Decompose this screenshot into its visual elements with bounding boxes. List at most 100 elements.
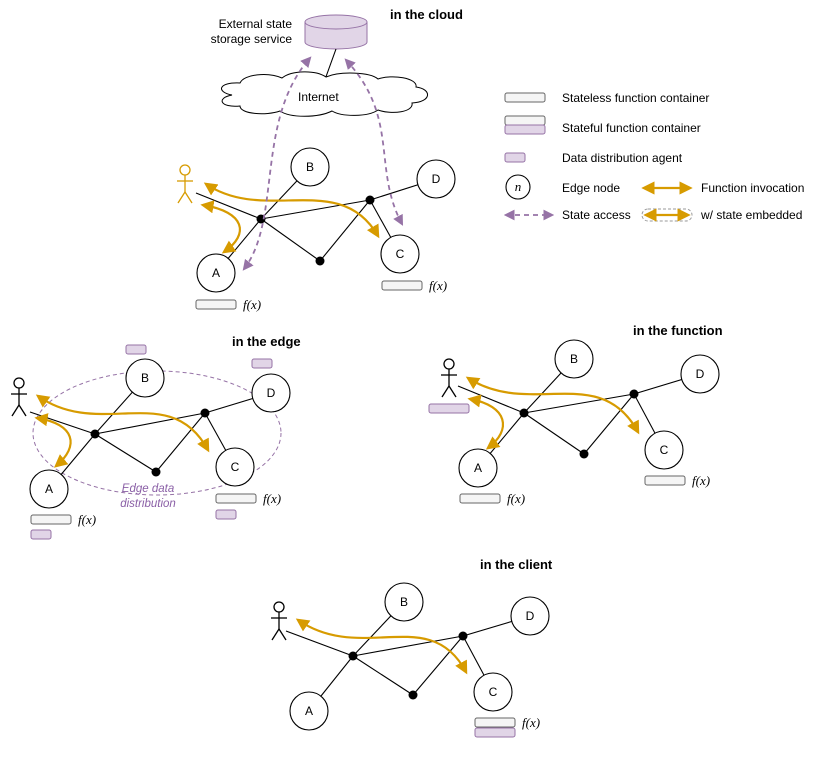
panel-title-cloud: in the cloud — [390, 7, 463, 22]
stateless-container — [30, 514, 72, 525]
node-c[interactable]: C — [644, 430, 684, 470]
svg-text:C: C — [231, 460, 240, 474]
node-a[interactable]: A — [289, 691, 329, 731]
svg-text:A: A — [305, 704, 313, 718]
panel-title-edge: in the edge — [232, 334, 301, 349]
data-agent — [474, 727, 516, 738]
node-d[interactable]: D — [416, 159, 456, 199]
edge-distribution-label-1: Edge data — [122, 483, 174, 495]
invocation-arrow-c — [203, 182, 380, 239]
legend-edge-node-label: Edge node — [562, 181, 620, 195]
legend-stateless-swatch — [504, 92, 546, 103]
data-agent — [251, 358, 273, 369]
svg-text:B: B — [141, 371, 149, 385]
node-b[interactable]: B — [125, 358, 165, 398]
embedded-invocation-arrow-c — [465, 376, 640, 435]
node-a[interactable]: A — [196, 253, 236, 293]
junction-dot — [200, 408, 210, 418]
function-label: f(x) — [522, 715, 540, 730]
user-icon — [271, 601, 287, 641]
junction-dot — [151, 467, 161, 477]
invocation-arrow-c — [295, 618, 468, 675]
data-agent — [125, 344, 147, 355]
panel-client: in the client A B C D f(x) — [271, 557, 553, 738]
user-icon — [11, 377, 27, 417]
junction-dot — [90, 429, 100, 439]
svg-text:A: A — [212, 266, 220, 280]
stateless-container — [644, 475, 686, 486]
node-a[interactable]: A — [29, 469, 69, 509]
function-label: f(x) — [243, 297, 261, 312]
node-b[interactable]: B — [554, 339, 594, 379]
external-storage-icon — [304, 14, 368, 50]
node-d[interactable]: D — [680, 354, 720, 394]
invocation-arrow-a — [200, 200, 242, 254]
svg-text:D: D — [267, 386, 276, 400]
stateless-container — [474, 717, 516, 728]
svg-text:B: B — [306, 160, 314, 174]
panel-function: in the function A B C D — [428, 323, 723, 506]
embedded-invocation-arrow-a — [467, 394, 505, 450]
function-label: f(x) — [429, 278, 447, 293]
stateless-container — [195, 299, 237, 310]
legend-state-access-label: State access — [562, 208, 631, 222]
svg-text:C: C — [660, 443, 669, 457]
function-label: f(x) — [507, 491, 525, 506]
legend-stateful-label: Stateful function container — [562, 121, 701, 135]
node-c[interactable]: C — [380, 234, 420, 274]
junction-dot — [458, 631, 468, 641]
node-d[interactable]: D — [251, 373, 291, 413]
svg-text:D: D — [526, 609, 535, 623]
junction-dot — [629, 389, 639, 399]
svg-text:B: B — [570, 352, 578, 366]
legend-embedded-label: w/ state embedded — [700, 208, 802, 222]
node-a[interactable]: A — [458, 448, 498, 488]
data-agent — [215, 509, 237, 520]
node-c[interactable]: C — [215, 447, 255, 487]
junction-dot — [408, 690, 418, 700]
invocation-arrow-c — [35, 394, 210, 453]
legend-embedded-arrow — [641, 208, 693, 222]
legend-stateless-label: Stateless function container — [562, 91, 709, 105]
node-b[interactable]: B — [384, 582, 424, 622]
junction-dot — [348, 651, 358, 661]
legend-agent-label: Data distribution agent — [562, 151, 683, 165]
svg-text:D: D — [696, 367, 705, 381]
function-label: f(x) — [263, 491, 281, 506]
svg-text:A: A — [474, 461, 482, 475]
stateless-container — [215, 493, 257, 504]
svg-text:A: A — [45, 482, 53, 496]
svg-text:C: C — [396, 247, 405, 261]
svg-text:B: B — [400, 595, 408, 609]
legend-edge-node-symbol: n — [515, 179, 522, 194]
legend-invocation-label: Function invocation — [701, 181, 804, 195]
user-icon — [177, 164, 193, 204]
junction-dot — [579, 449, 589, 459]
junction-dot — [365, 195, 375, 205]
panel-title-client: in the client — [480, 557, 553, 572]
stateless-container — [459, 493, 501, 504]
junction-dot — [519, 408, 529, 418]
panel-cloud: in the cloud External state storage serv… — [177, 7, 463, 312]
internet-label: Internet — [298, 90, 339, 104]
node-d[interactable]: D — [510, 596, 550, 636]
legend-edge-node-icon — [505, 174, 531, 200]
storage-label-line-1: External state — [219, 17, 293, 31]
user-icon — [441, 358, 457, 398]
function-label: f(x) — [692, 473, 710, 488]
panel-title-function: in the function — [633, 323, 723, 338]
storage-label-line-2: storage service — [211, 32, 293, 46]
node-b[interactable]: B — [290, 147, 330, 187]
legend-stateful-swatch — [504, 115, 546, 135]
stateless-container — [381, 280, 423, 291]
svg-text:C: C — [489, 685, 498, 699]
invocation-arrow-a — [34, 413, 72, 468]
function-label: f(x) — [78, 512, 96, 527]
node-c[interactable]: C — [473, 672, 513, 712]
state-access-arrow-c — [344, 58, 404, 226]
legend: Stateless function container Stateful fu… — [503, 91, 804, 222]
stateful-container — [428, 403, 470, 414]
legend-agent-swatch — [504, 152, 526, 163]
junction-dot — [315, 256, 325, 266]
